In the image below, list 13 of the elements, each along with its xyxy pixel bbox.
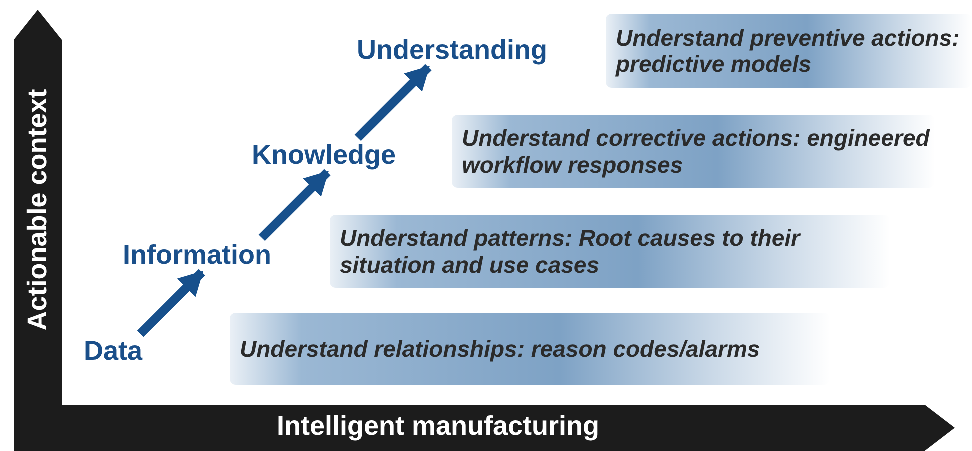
stage-label: Data [82,334,145,368]
description-text: Understand patterns: Root causes to their situation and use cases [340,225,802,278]
stage-label: Understanding [355,33,550,68]
arrow [354,64,432,142]
arrow [258,169,331,242]
arrow [137,269,206,338]
axis-label: Actionable context [22,89,54,331]
description-text: Understand preventive actions: predictive models [616,24,961,78]
description-text: Understand relationships: reason codes/alarms [240,336,760,362]
stage-label: Information [121,238,274,272]
axis-label: Intelligent manufacturing [277,411,600,442]
stage-label: Knowledge [250,138,398,172]
description-text: Understand corrective actions: engineered workflow responses [462,125,932,178]
